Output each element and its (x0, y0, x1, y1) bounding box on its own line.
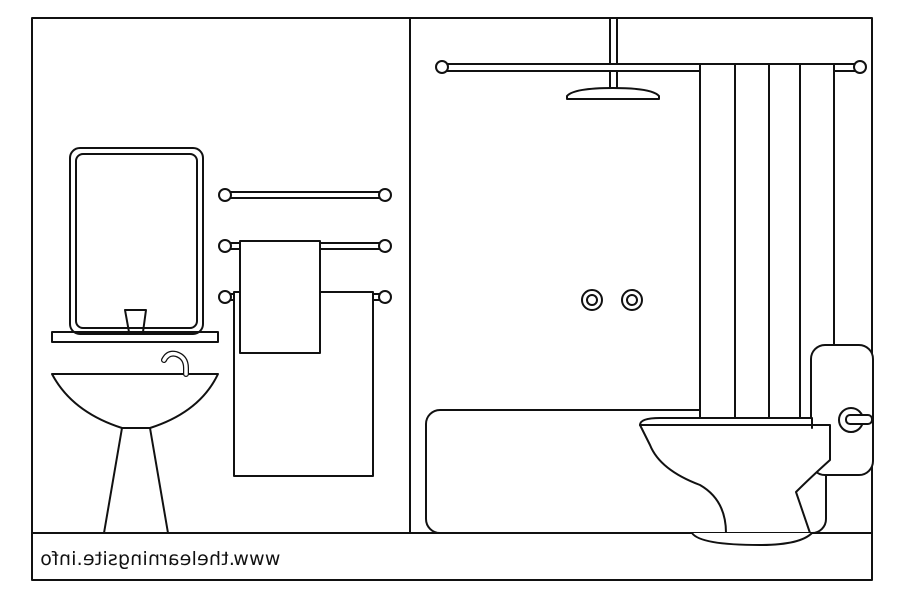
faucet-icon (161, 350, 189, 377)
shower-valve-icon (581, 289, 643, 311)
cup-icon (124, 309, 147, 333)
sink-icon (51, 373, 219, 534)
watermark-text: www.thelearningsite.info (40, 548, 281, 570)
mirror-icon (69, 147, 204, 335)
toilet-icon (639, 344, 874, 546)
towel-icon (233, 240, 374, 477)
shower-head-icon (566, 17, 660, 100)
